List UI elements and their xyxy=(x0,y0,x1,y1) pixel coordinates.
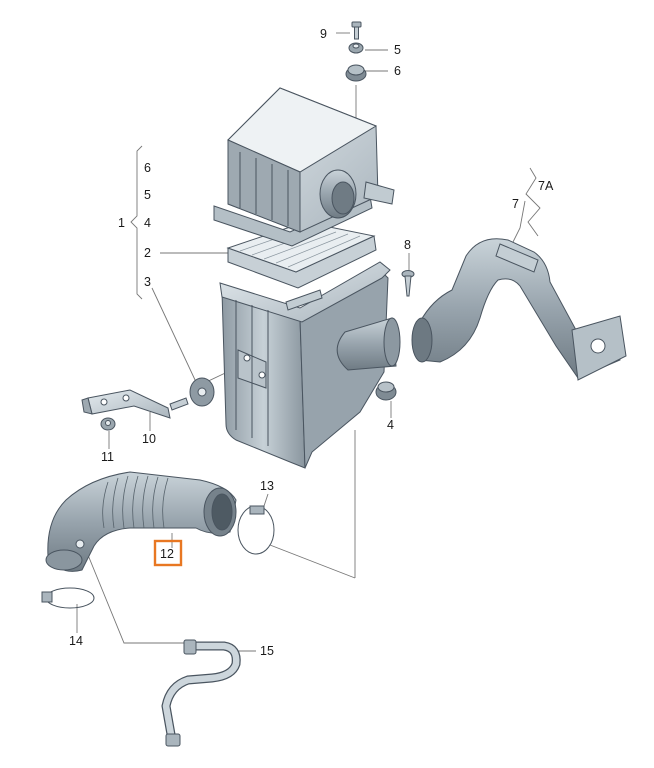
hose-clamp-14 xyxy=(41,587,95,609)
label-15: 15 xyxy=(260,644,274,658)
label-13: 13 xyxy=(260,479,274,493)
rubber-mount-3 xyxy=(189,377,215,407)
label-5-top: 5 xyxy=(394,43,401,57)
screw-9 xyxy=(351,21,362,40)
label-11: 11 xyxy=(101,450,114,464)
label-4-group: 4 xyxy=(144,216,151,230)
grommet-6 xyxy=(345,64,367,82)
bracket-10 xyxy=(81,389,189,419)
label-2: 2 xyxy=(144,246,151,260)
part-labels: 9 5 6 6 5 1 4 2 3 7A 7 8 4 10 11 13 12 1… xyxy=(69,27,554,658)
nut-5 xyxy=(348,42,364,54)
hose-clamp-13 xyxy=(237,505,275,555)
label-6-top: 6 xyxy=(394,64,401,78)
corrugated-air-duct-12 xyxy=(45,471,237,572)
label-4-lower: 4 xyxy=(387,418,394,432)
label-12: 12 xyxy=(160,547,174,561)
label-7A: 7A xyxy=(538,179,554,193)
air-filter-housing xyxy=(219,261,401,469)
label-1: 1 xyxy=(118,216,125,230)
group-1-bracket xyxy=(130,145,143,300)
highlight-box-part-12 xyxy=(153,539,183,567)
breather-hose-15 xyxy=(161,639,241,747)
label-8: 8 xyxy=(404,238,411,252)
label-14: 14 xyxy=(69,634,83,648)
label-9: 9 xyxy=(320,27,327,41)
label-7: 7 xyxy=(512,197,519,211)
label-3: 3 xyxy=(144,275,151,289)
label-5-group: 5 xyxy=(144,188,151,202)
intake-hose-7 xyxy=(411,238,627,381)
housing-upper-part xyxy=(213,87,395,247)
nut-11 xyxy=(100,417,116,431)
screw-8 xyxy=(401,270,415,297)
grommet-4 xyxy=(375,381,397,401)
label-6-group: 6 xyxy=(144,161,151,175)
label-10: 10 xyxy=(142,432,156,446)
